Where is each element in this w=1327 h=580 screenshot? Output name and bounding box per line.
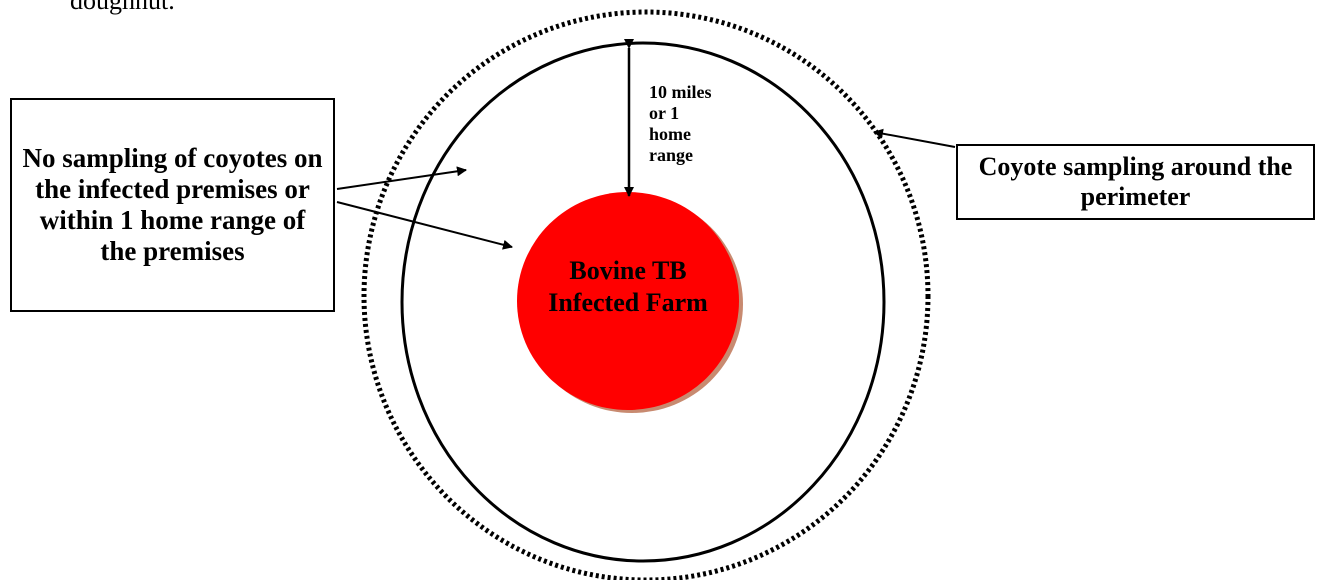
perimeter-dotted-ring <box>361 9 931 580</box>
home-range-ring <box>400 41 886 563</box>
preceding-text-fragment: doughnut. <box>70 0 175 15</box>
arrow-to-home-range <box>336 166 467 190</box>
infected-farm-label: Bovine TB Infected Farm <box>548 256 708 317</box>
perimeter-sampling-callout-box: Coyote sampling around the perimeter <box>956 144 1315 220</box>
infected-farm-circle <box>517 192 739 410</box>
radius-label: 10 miles or 1 home range <box>649 82 712 165</box>
no-sampling-callout-box: No sampling of coyotes on the infected p… <box>10 98 335 312</box>
perimeter-sampling-label: Coyote sampling around the perimeter <box>978 152 1293 211</box>
arrow-to-perimeter <box>873 128 956 148</box>
arrow-to-farm <box>336 201 513 250</box>
no-sampling-label: No sampling of coyotes on the infected p… <box>22 143 323 266</box>
